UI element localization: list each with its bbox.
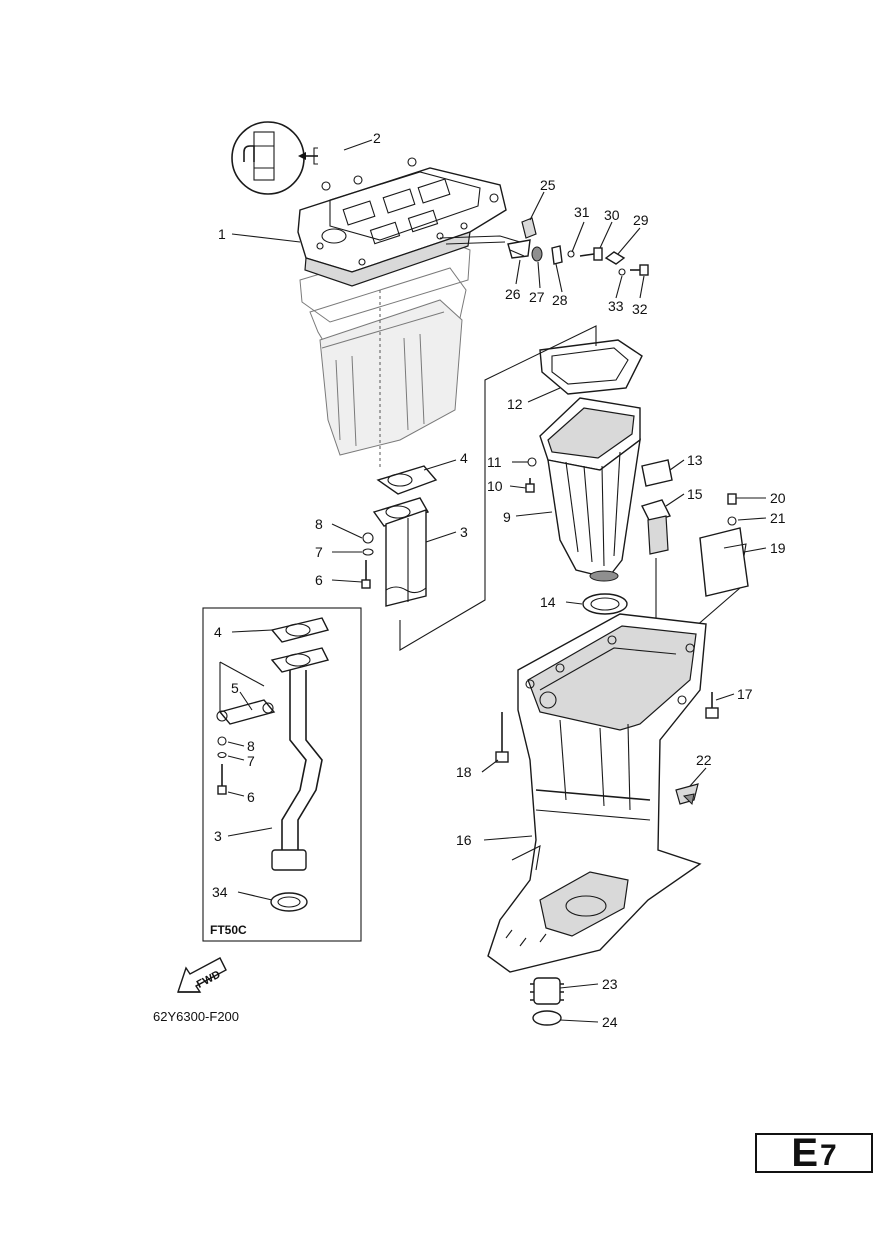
callout-2: 2 [373, 130, 381, 146]
inset-callout-4: 4 [214, 624, 222, 640]
callout-10: 10 [487, 478, 503, 494]
callout-21: 21 [770, 510, 786, 526]
callout-15: 15 [687, 486, 703, 502]
inset-callout-3: 3 [214, 828, 222, 844]
oil-pan-assembly [399, 325, 749, 651]
inset-callout-6: 6 [247, 789, 255, 805]
callout-13: 13 [687, 452, 703, 468]
callout-22: 22 [696, 752, 712, 768]
lower-casing [487, 613, 719, 1026]
page-number: 7 [820, 1138, 837, 1172]
callout-18: 18 [456, 764, 472, 780]
callout-32: 32 [632, 301, 648, 317]
model-label: FT50C [210, 923, 247, 937]
inset-callout-34: 34 [212, 884, 228, 900]
section-letter: E [791, 1131, 818, 1175]
callout-20: 20 [770, 490, 786, 506]
callout-17: 17 [737, 686, 753, 702]
callout-3: 3 [460, 524, 468, 540]
callout-29: 29 [633, 212, 649, 228]
callout-23: 23 [602, 976, 618, 992]
callout-8: 8 [315, 516, 323, 532]
callout-28: 28 [552, 292, 568, 308]
inset-callout-8: 8 [247, 738, 255, 754]
ft50c-inset [202, 607, 362, 942]
inset-callout-5: 5 [231, 680, 239, 696]
upper-casing-assembly [297, 157, 521, 470]
callout-14: 14 [540, 594, 556, 610]
callout-25: 25 [540, 177, 556, 193]
callout-11: 11 [487, 454, 502, 470]
callout-19: 19 [770, 540, 786, 556]
callout-27: 27 [529, 289, 545, 305]
callout-16: 16 [456, 832, 472, 848]
callout-12: 12 [507, 396, 523, 412]
callout-26: 26 [505, 286, 521, 302]
leader-lines [227, 139, 767, 1023]
callout-6: 6 [315, 572, 323, 588]
fwd-arrow-icon [177, 957, 227, 993]
inset-callout-7: 7 [247, 753, 255, 769]
small-hardware-row [507, 217, 649, 276]
callout-31: 31 [574, 204, 590, 220]
callout-1: 1 [218, 226, 226, 242]
callout-30: 30 [604, 207, 620, 223]
page-identifier-box: E 7 [755, 1133, 873, 1173]
callout-4: 4 [460, 450, 468, 466]
callout-9: 9 [503, 509, 511, 525]
exhaust-guide [361, 465, 438, 607]
diagram-code: 62Y6300-F200 [153, 1009, 239, 1024]
callout-7: 7 [315, 544, 323, 560]
callout-24: 24 [602, 1014, 618, 1030]
detail-magnifier [231, 121, 318, 195]
callout-33: 33 [608, 298, 624, 314]
